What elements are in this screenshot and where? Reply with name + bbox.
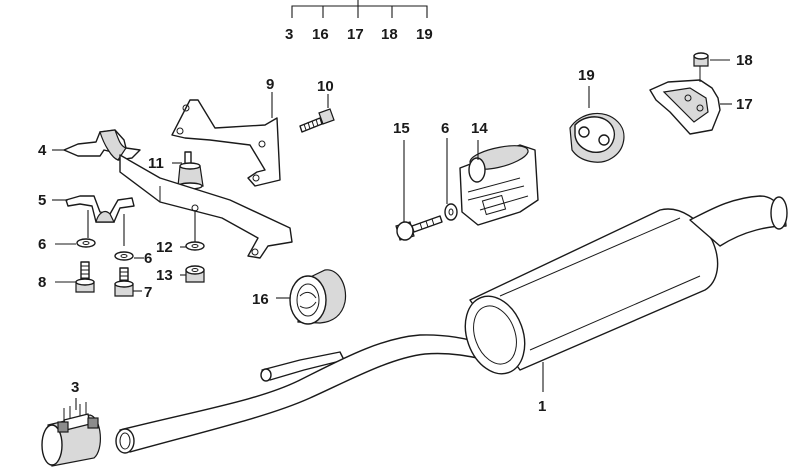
callout-4: 4 [38,142,47,159]
part-11-rubber-mount [172,151,204,190]
part-18-nut [693,52,730,67]
part-9-bracket [171,92,281,187]
part-1-exhaust-silencer [115,195,788,454]
callout-15: 15 [393,120,410,137]
callout-14: 14 [471,120,488,137]
part-4-support-arm [119,154,293,259]
callout-12: 12 [156,239,173,256]
part-15-bolt [395,140,443,241]
part-8-bolt [55,261,95,293]
part-17-bracket [649,66,732,135]
callout-6: 6 [441,120,449,137]
part-14-clamp [459,140,539,226]
part-13-nut [180,265,205,283]
part-3-pipe-clamp [41,398,101,467]
callout-10: 10 [317,78,334,95]
callout-5: 5 [38,192,46,209]
part-6-washer [55,238,96,248]
part-7-bolt [114,267,142,297]
part-6-washer [114,251,144,261]
part-16-rubber-ring [276,269,347,325]
part-5-clamp-lower [52,195,135,223]
callout-1: 1 [538,398,546,415]
callout-11: 11 [148,155,164,172]
assembly-leaders [87,210,196,246]
callout-3: 3 [71,379,79,396]
top-group-bracket: 3 16 17 18 19 [285,0,433,43]
callout-8: 8 [38,274,46,291]
top-group-label: 18 [381,26,398,43]
part-10-bolt [299,94,335,133]
callout-13: 13 [156,267,173,284]
callout-7: 7 [144,284,152,301]
callout-19: 19 [578,67,595,84]
part-4-clamp-upper [52,129,141,161]
callout-16: 16 [252,291,269,308]
callout-18: 18 [736,52,753,69]
top-group-label: 3 [285,26,293,43]
callout-6: 6 [38,236,46,253]
top-group-label: 16 [312,26,329,43]
top-group-label: 19 [416,26,433,43]
top-group-label: 17 [347,26,364,43]
callout-17: 17 [736,96,753,113]
part-12-washer [180,241,205,251]
callout-6: 6 [144,250,152,267]
part-6-washer [444,138,458,221]
callout-9: 9 [266,76,274,93]
part-19-rubber-hanger [569,86,625,163]
